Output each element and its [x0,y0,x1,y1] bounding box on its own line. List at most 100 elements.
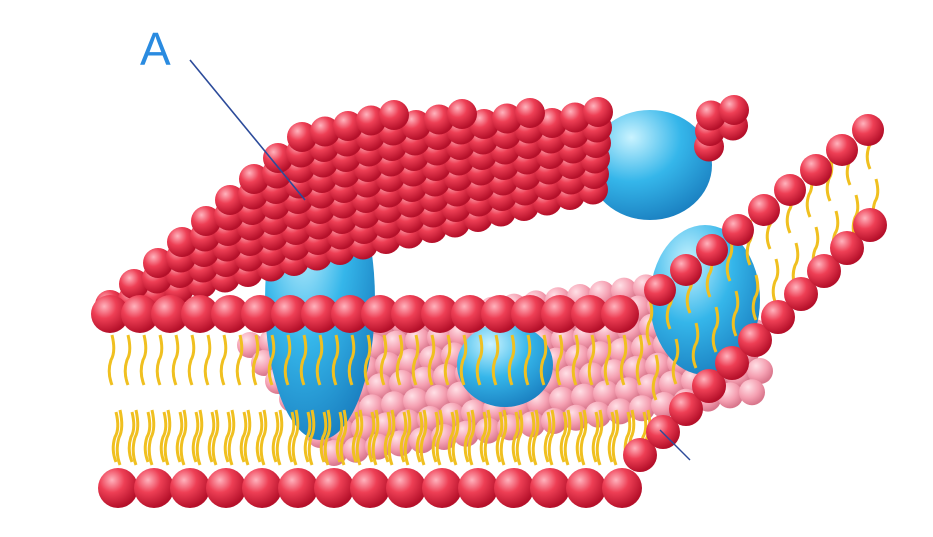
lipid-head [458,468,498,508]
inner-lipid-head [637,374,663,400]
lipid-head [361,295,399,333]
lipid-tail [563,409,572,466]
lipid-head [566,468,606,508]
lipid-tail [235,334,244,386]
lipid-tail [547,409,556,466]
lipid-head [623,438,657,472]
lipid-tail [307,409,316,466]
lipid-head [692,369,726,403]
lipid-tail [555,334,564,386]
top-head-layer [91,95,884,333]
lipid-head [98,468,138,508]
inner-lipid-head [425,384,451,411]
lipid-tail [467,409,476,466]
lipid-tail [611,409,620,466]
lipid-head [492,103,522,134]
lipid-head [287,122,317,152]
lipid-tail [651,354,660,401]
lipid-tail [207,411,216,463]
lipid-tail [115,409,124,466]
inner-lipid-head [381,391,407,418]
lipid-head [263,143,293,173]
lipid-tail [451,409,460,466]
lipid-tail [299,334,308,386]
lipid-head [715,346,749,380]
lipid-tail [111,411,120,463]
lipid-tail [619,334,628,386]
lipid-tail [523,334,532,386]
lipid-head [91,295,129,333]
lipid-tail [291,409,300,466]
lipid-head [333,111,363,141]
lipid-tail [387,409,396,466]
lipid-tail [315,334,324,386]
lipid-tail [539,334,548,386]
lipid-head [421,295,459,333]
lipid-head [451,295,489,333]
embedded-protein [457,323,553,407]
lipid-tail [147,409,156,466]
lipid-head [722,214,754,246]
lipid-tail [403,409,412,466]
lipid-head [670,254,702,286]
inner-lipid-head [571,383,597,410]
lipid-tail [243,409,252,466]
lipid-tail [579,409,588,466]
lipid-tail [595,409,604,466]
inner-lipid-head [747,358,773,384]
lipid-tail [107,334,116,386]
inner-lipid-head [579,362,605,389]
lipid-tail [635,334,644,386]
inner-lipid-head [549,386,575,413]
lipid-head [331,295,369,333]
lipid-head [852,114,884,146]
lipid-tail [671,338,680,385]
inner-lipid-head [551,326,577,353]
lipid-head [211,295,249,333]
lipid-tail [645,299,654,346]
lipid-tail [219,334,228,386]
lipid-head [350,468,390,508]
lipid-tail [139,334,148,386]
lipid-tail [399,411,408,463]
lipid-tail [203,334,212,386]
surface-protein [588,110,712,220]
inner-lipid-head [593,380,619,407]
lipid-tail [355,409,364,466]
lipid-head [481,295,519,333]
lipid-tail [415,411,424,463]
lipid-head [170,468,210,508]
lipid-head [379,100,409,130]
lipid-tail [531,409,540,466]
lipid-head [761,300,795,334]
lipid-tail [479,411,488,463]
lipid-tail [339,409,348,466]
lipid-head [422,468,462,508]
inner-lipid-head [395,409,421,436]
bottom-head-layer [98,208,887,508]
lipid-tail [443,334,452,386]
lipid-tail [323,409,332,466]
inner-lipid-head [557,365,583,392]
lipid-head [571,295,609,333]
lipid-head [391,295,429,333]
lipid-tail [371,409,380,466]
inner-lipid-head [739,379,765,406]
lipid-head [271,295,309,333]
lipid-tail [367,411,376,463]
lipid-head [530,468,570,508]
lipid-head [151,295,189,333]
inner-lipid-head [615,377,641,404]
lipid-tail [459,334,468,386]
lipid-tail [255,411,264,463]
inner-lipid-head [389,370,415,396]
lipid-tail [127,411,136,463]
lipid-tail [363,334,372,386]
lipid-head [601,295,639,333]
lipid-tail [751,274,760,321]
label-a: A [140,23,171,75]
lipid-tail [731,290,740,337]
lipid-tail [691,322,700,369]
lipid-tail [419,409,428,466]
lipid-head [301,295,339,333]
